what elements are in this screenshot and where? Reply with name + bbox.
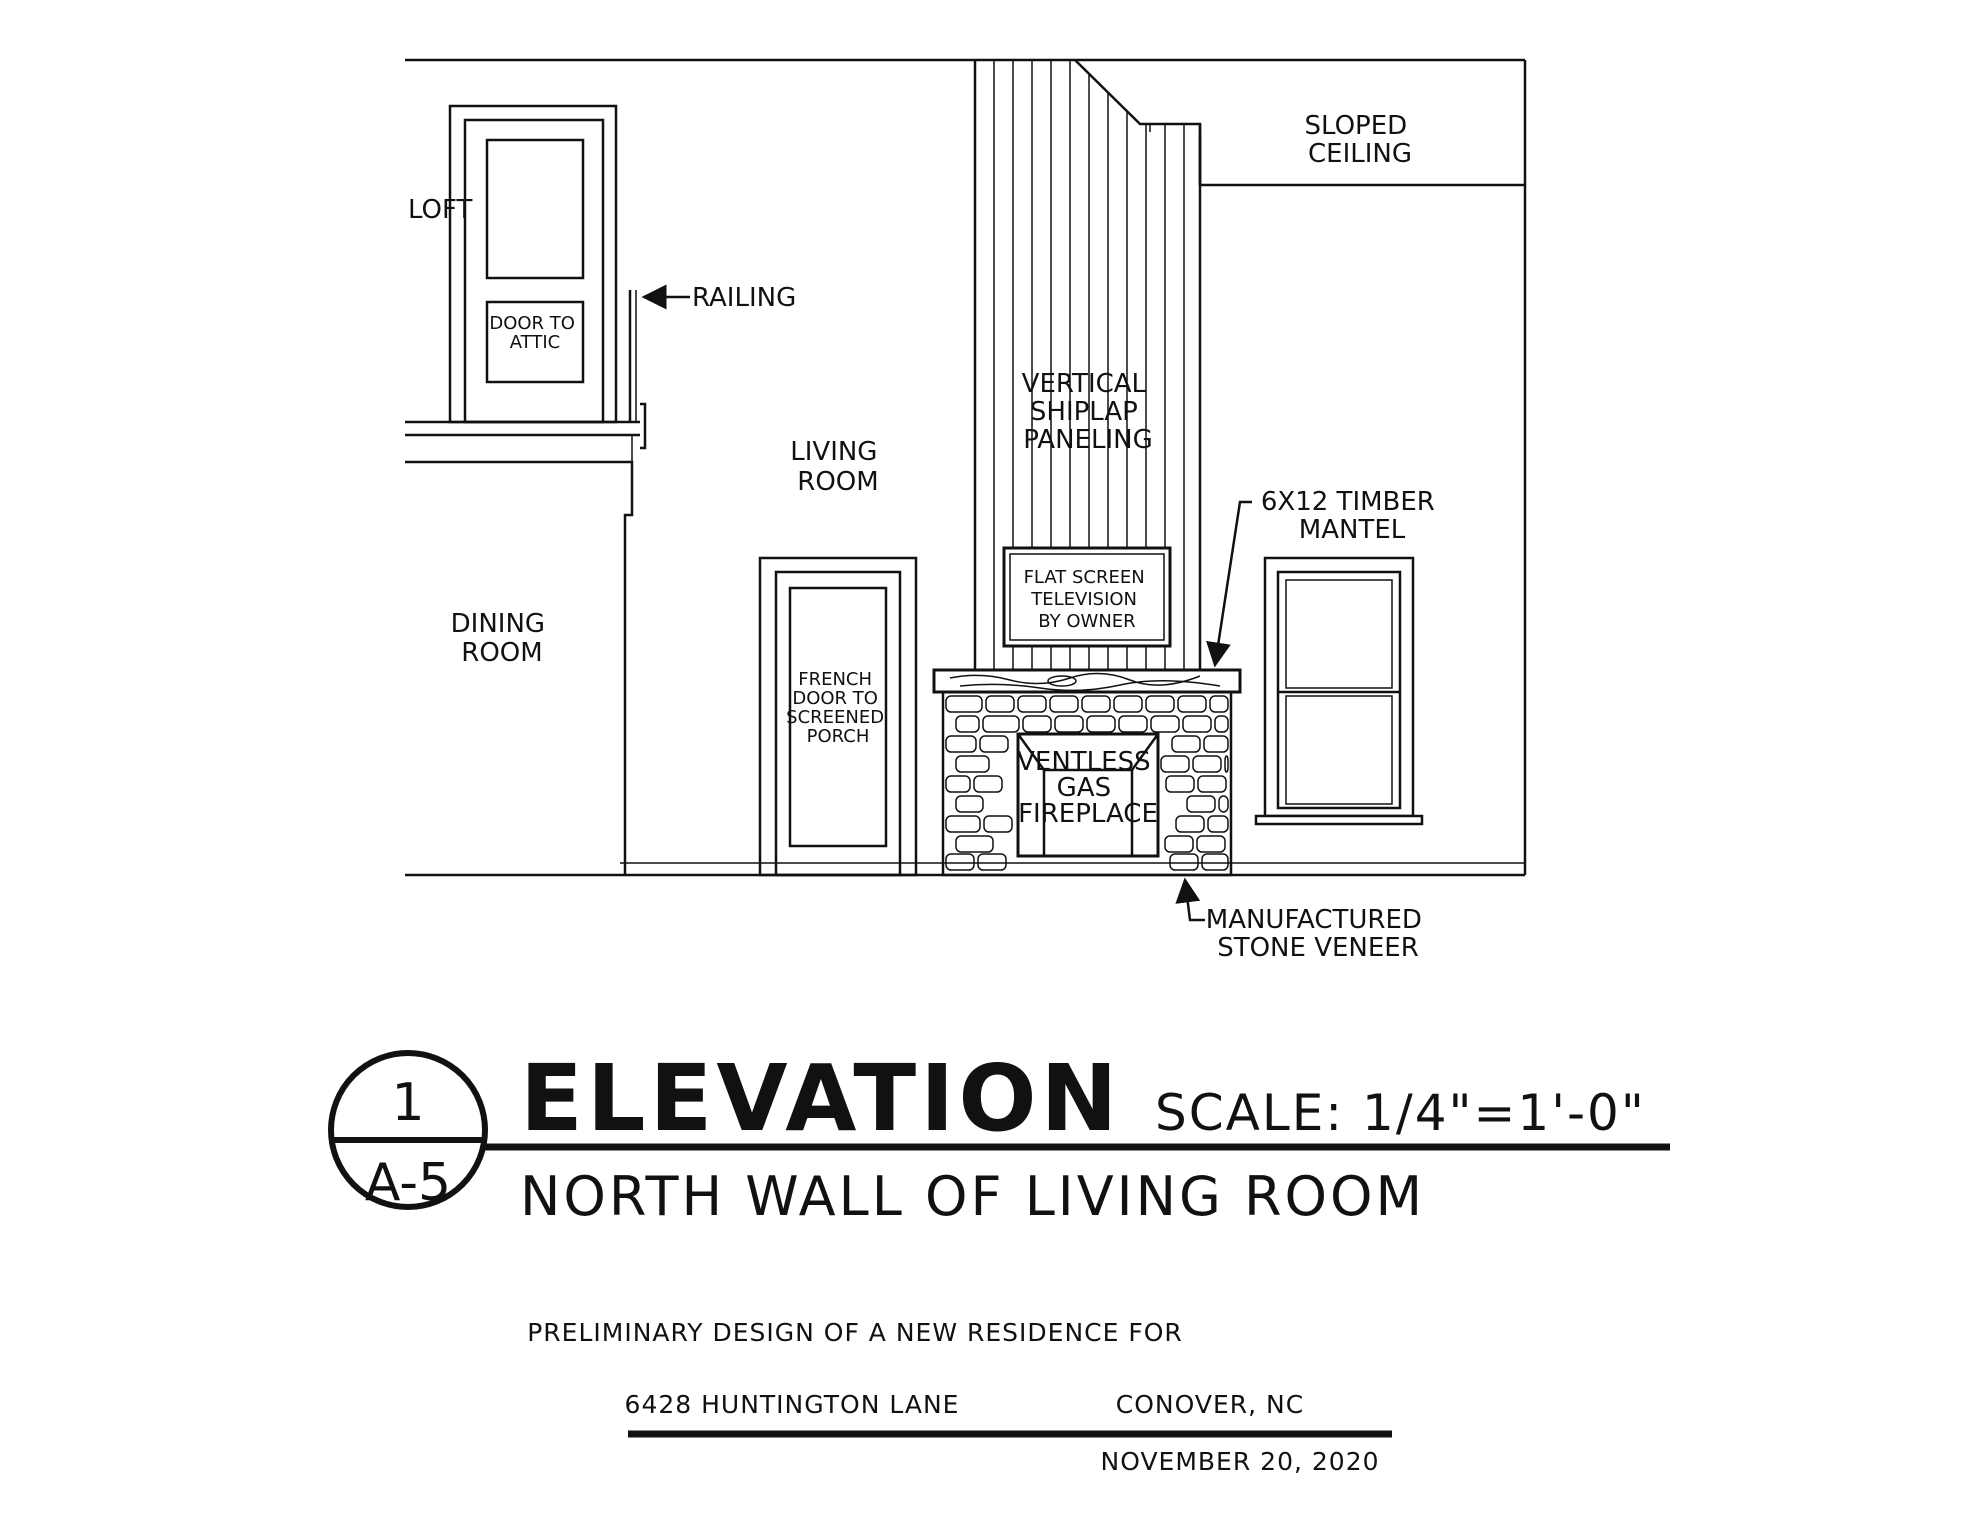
flat-screen-label: FLAT SCREEN TELEVISION BY OWNER	[1024, 567, 1151, 632]
stone	[1160, 755, 1190, 773]
door-to-attic-label: DOOR TO ATTIC	[489, 313, 580, 353]
stone	[945, 695, 983, 713]
mantel-leader	[1206, 500, 1252, 668]
stone	[973, 775, 1003, 793]
french-door-label: FRENCH DOOR TO SCREENED PORCH	[786, 669, 890, 747]
stone	[982, 715, 1020, 733]
stone	[1165, 775, 1195, 793]
shiplap-label: VERTICAL SHIPLAP PANELING	[1022, 369, 1155, 455]
stone	[1081, 695, 1111, 713]
loft-label: LOFT	[408, 195, 473, 225]
stone	[1049, 695, 1079, 713]
project-address: 6428 HUNTINGTON LANE	[625, 1390, 960, 1419]
sloped-ceiling-label: SLOPED CEILING	[1305, 111, 1416, 169]
stone	[1169, 853, 1199, 871]
stone-veneer-leader	[1175, 877, 1205, 922]
stone	[945, 815, 981, 833]
stone	[1196, 835, 1226, 853]
stone	[1171, 735, 1201, 753]
stone	[1224, 755, 1229, 773]
stone	[1201, 853, 1229, 871]
living-room-label: LIVING ROOM	[790, 437, 885, 497]
stone	[955, 755, 990, 773]
project-city: CONOVER, NC	[1116, 1390, 1304, 1419]
detail-bubble	[328, 1050, 488, 1210]
stone	[1197, 775, 1227, 793]
stone	[1054, 715, 1084, 733]
stone	[1150, 715, 1180, 733]
stone	[983, 815, 1013, 833]
stone	[1177, 695, 1207, 713]
stone	[1113, 695, 1143, 713]
stone	[985, 695, 1015, 713]
stone	[1022, 715, 1052, 733]
stone	[1186, 795, 1216, 813]
stone	[1164, 835, 1194, 853]
stone	[1218, 795, 1229, 813]
dining-room-label: DINING ROOM	[451, 609, 554, 668]
stone	[955, 715, 980, 733]
stone	[945, 853, 975, 871]
stone	[1214, 715, 1229, 733]
stone	[979, 735, 1009, 753]
stone-veneer-label: MANUFACTURED STONE VENEER	[1206, 905, 1430, 963]
stone	[955, 795, 984, 813]
stone	[1207, 815, 1229, 833]
drawing-scale: SCALE: 1/4"=1'-0"	[1155, 1084, 1646, 1142]
attic-door	[448, 104, 618, 424]
stone	[945, 735, 977, 753]
stone	[1145, 695, 1175, 713]
detail-number: 1	[391, 1073, 424, 1133]
stone	[1182, 715, 1212, 733]
stone	[1192, 755, 1222, 773]
project-description: PRELIMINARY DESIGN OF A NEW RESIDENCE FO…	[527, 1318, 1183, 1347]
sheet-number: A-5	[365, 1153, 451, 1213]
drawing-subtitle: NORTH WALL OF LIVING ROOM	[520, 1165, 1425, 1228]
fireplace-box	[1016, 732, 1160, 858]
stone	[1086, 715, 1116, 733]
railing-label: RAILING	[692, 283, 796, 313]
stone	[1209, 695, 1229, 713]
drawing-title: ELEVATION	[520, 1045, 1122, 1152]
stone	[955, 835, 994, 853]
stone	[977, 853, 1007, 871]
project-date: NOVEMBER 20, 2020	[1101, 1447, 1380, 1476]
stone	[1118, 715, 1148, 733]
stone	[945, 775, 971, 793]
timber-mantel-label: 6X12 TIMBER MANTEL	[1261, 487, 1443, 545]
flat-screen-tv	[1002, 546, 1172, 648]
stone	[1017, 695, 1047, 713]
timber-mantel	[932, 668, 1242, 694]
fireplace-label: VENTLESS GAS FIREPLACE	[1017, 747, 1159, 829]
stone	[1175, 815, 1205, 833]
window	[1254, 556, 1424, 826]
railing	[628, 284, 690, 422]
french-door	[758, 556, 918, 877]
stone	[1203, 735, 1229, 753]
